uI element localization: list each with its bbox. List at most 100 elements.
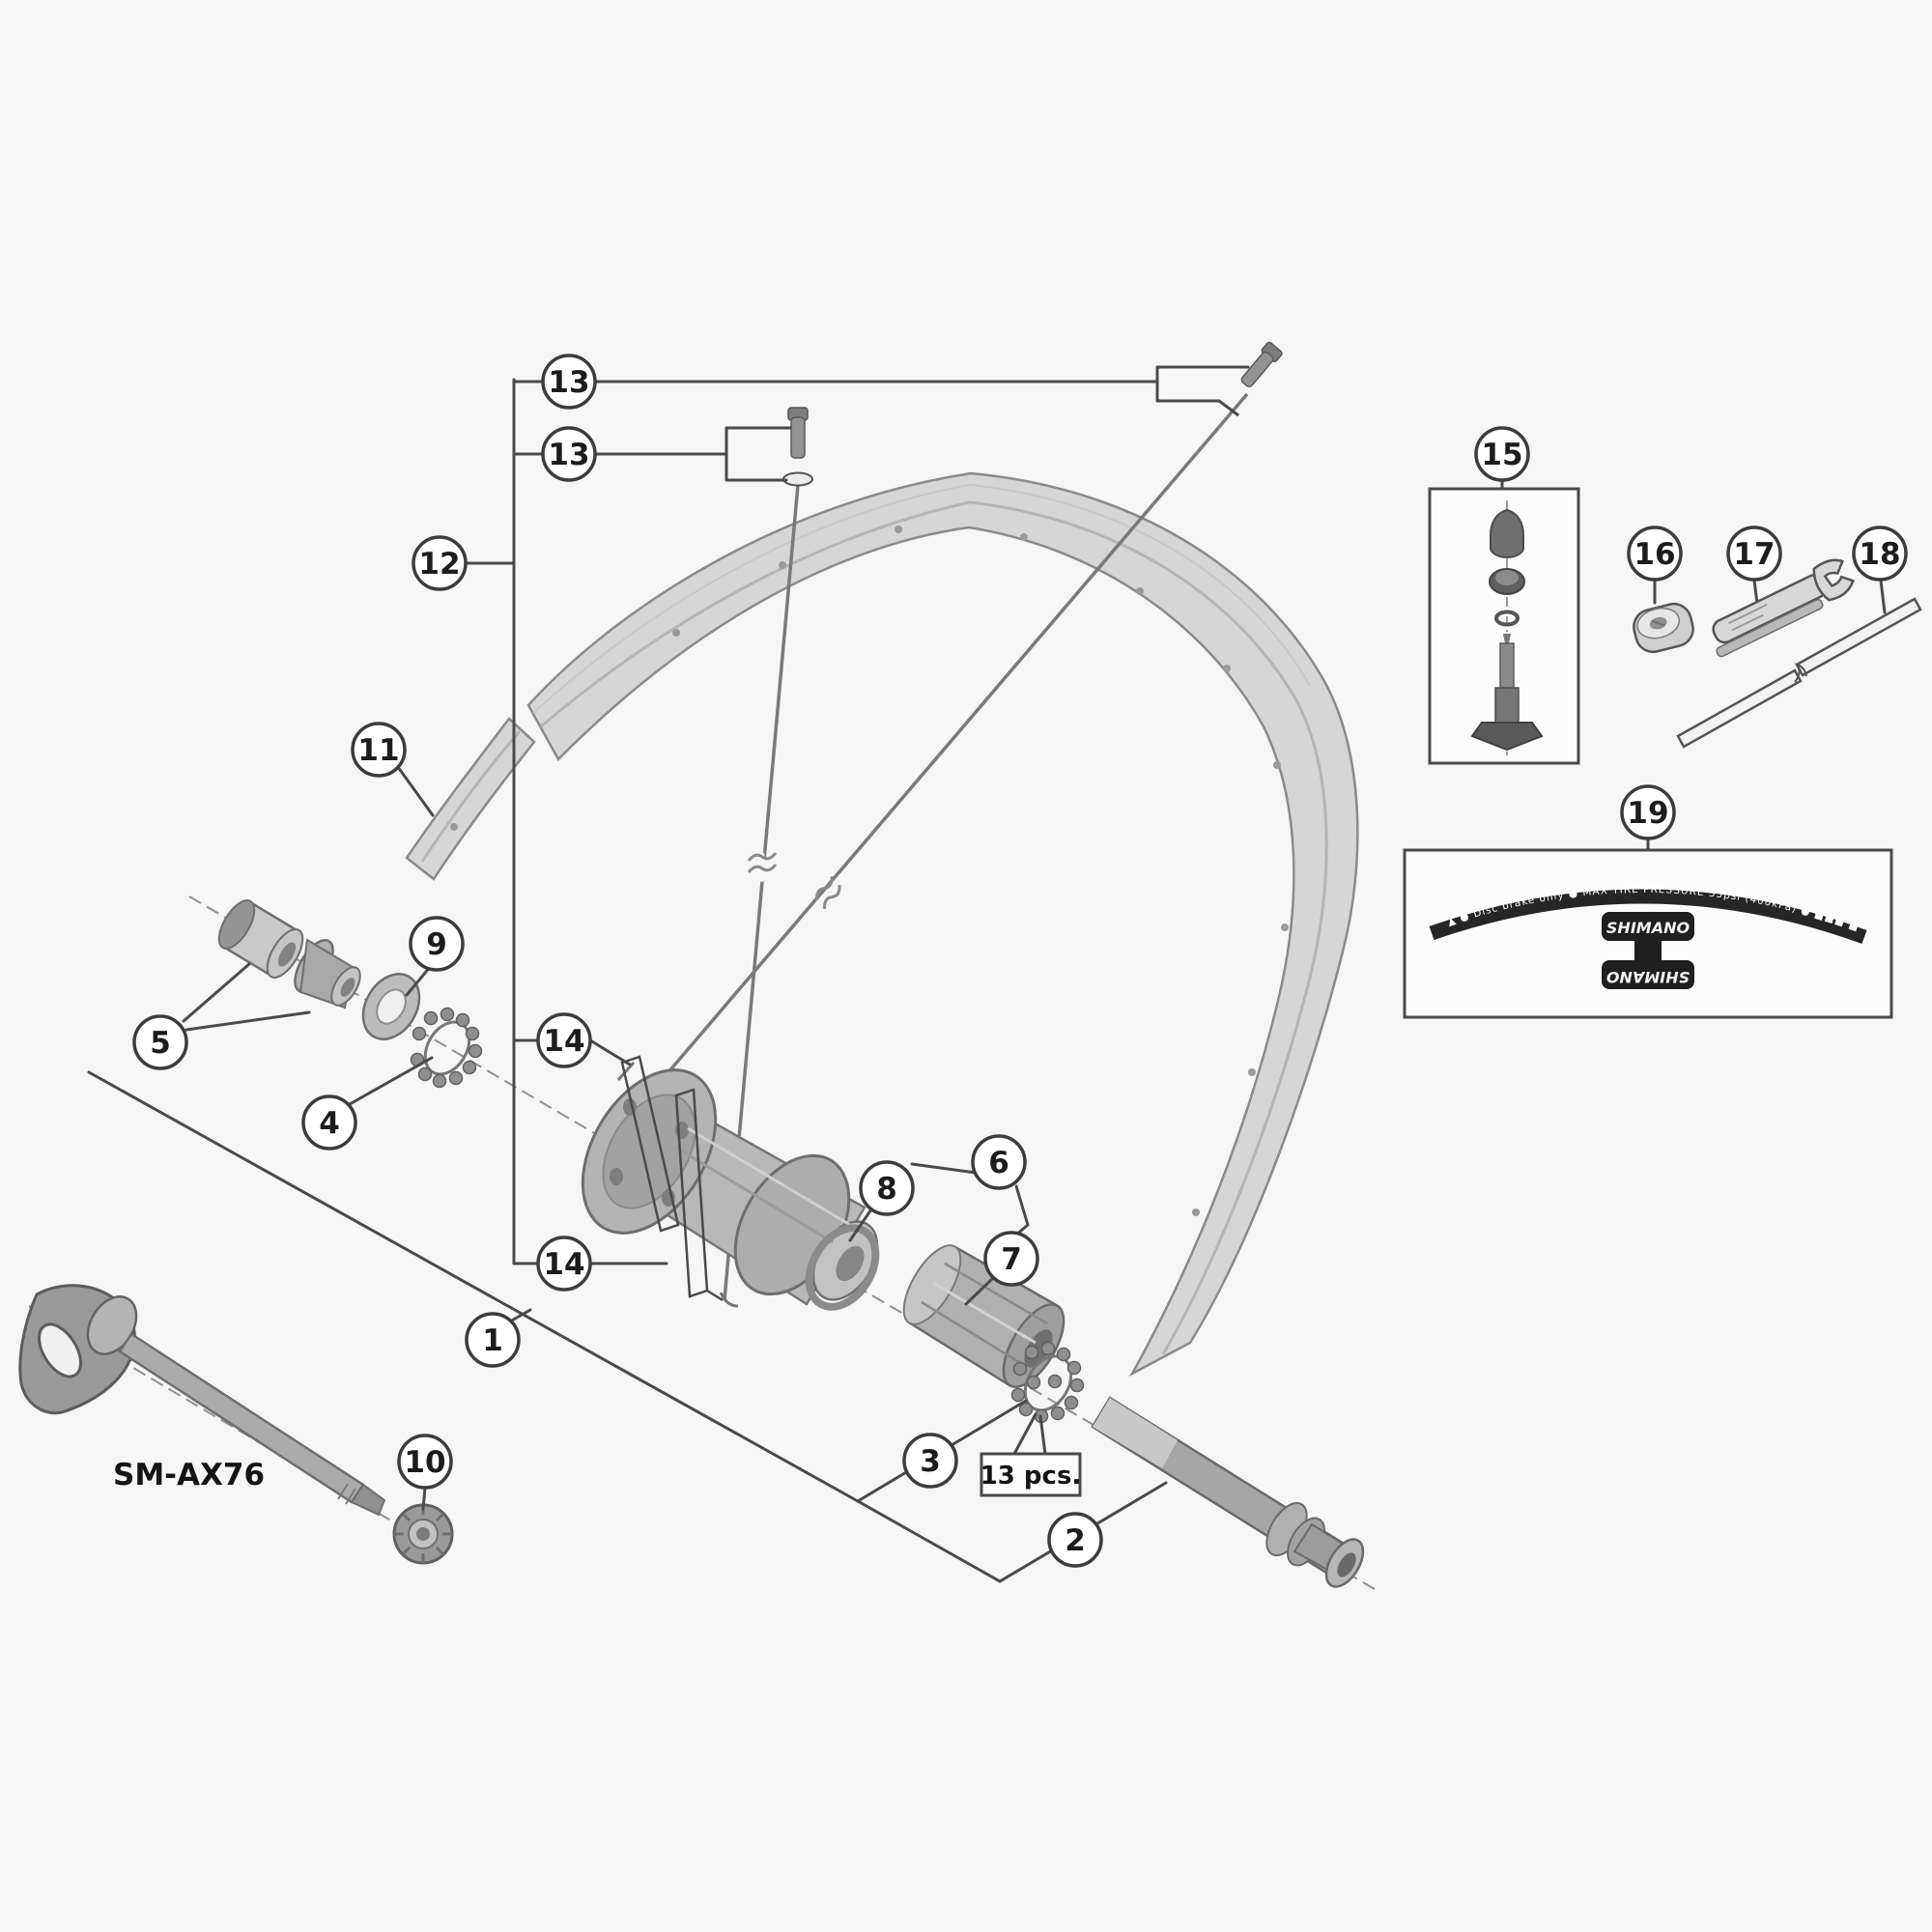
spoke-right bbox=[643, 392, 1249, 1101]
spokes bbox=[616, 341, 1283, 1308]
callout-circle bbox=[412, 535, 468, 591]
callout-circle bbox=[536, 1236, 592, 1292]
callout-6-badge: 6 bbox=[971, 1134, 1027, 1190]
thru-axle-part2 bbox=[1091, 1396, 1365, 1588]
spoke-break-mark bbox=[815, 876, 844, 909]
callout-circle bbox=[541, 426, 597, 482]
wheel-rim bbox=[405, 471, 1359, 1378]
brand-logo-top: SHIMANO bbox=[1606, 919, 1690, 937]
pressure-sticker-text: ▲ ● Disc brake only ● MAX TIRE PRESSURE … bbox=[0, 0, 1861, 934]
hub-body bbox=[581, 1068, 879, 1306]
nipple-washer-icon bbox=[782, 471, 813, 487]
valve-core-icon bbox=[1470, 634, 1544, 752]
callout-16-badge: 16 bbox=[1627, 526, 1683, 582]
axle-end-cap-part5 bbox=[217, 899, 304, 979]
callout-number: 14 bbox=[543, 1247, 584, 1282]
seal-washer-part9 bbox=[361, 973, 421, 1040]
callout-12-badge: 12 bbox=[412, 535, 468, 591]
callout-circle bbox=[902, 1433, 958, 1489]
spoke-nipple-icon bbox=[1240, 341, 1283, 387]
callout-circle bbox=[1627, 526, 1683, 582]
shimano-logo-sticker: SHIMANO SHIMANO bbox=[1602, 912, 1694, 989]
callout-5-badge: 5 bbox=[132, 1014, 188, 1070]
callout-number: 12 bbox=[418, 547, 460, 582]
cone-part5 bbox=[294, 938, 361, 1009]
callout-circle bbox=[397, 1434, 453, 1490]
callout-19-badge: 19 bbox=[1620, 784, 1676, 840]
callout-17-badge: 17 bbox=[1726, 526, 1782, 582]
callout-circle bbox=[1474, 426, 1530, 482]
callout-4-badge: 4 bbox=[301, 1094, 357, 1151]
callout-circle bbox=[983, 1231, 1039, 1287]
callout-7-badge: 7 bbox=[983, 1231, 1039, 1287]
bearing-count-box: 13 pcs. bbox=[980, 1452, 1082, 1497]
rim-tape-part18 bbox=[1676, 597, 1922, 749]
callout-number: 4 bbox=[319, 1106, 340, 1141]
quick-release-skewer bbox=[18, 1284, 386, 1517]
callout-circle bbox=[1852, 526, 1908, 582]
callout-number: 16 bbox=[1634, 537, 1675, 572]
rim-nut-part16 bbox=[1633, 602, 1694, 654]
callout-circle bbox=[859, 1160, 915, 1216]
valve-cap-icon bbox=[1490, 508, 1524, 558]
callout-number: 10 bbox=[404, 1445, 445, 1480]
callout-circle bbox=[1620, 784, 1676, 840]
spoke-nipple-icon bbox=[782, 407, 813, 487]
callout-number: 14 bbox=[543, 1024, 584, 1059]
callout-number: 15 bbox=[1481, 438, 1522, 472]
callout-1-badge: 1 bbox=[465, 1312, 521, 1368]
callout-number: 9 bbox=[426, 927, 447, 962]
callout-circle bbox=[351, 722, 407, 778]
callout-number: 19 bbox=[1627, 796, 1668, 831]
wrench-tool-part17 bbox=[1712, 558, 1855, 658]
o-ring-seal-part8 bbox=[805, 1224, 880, 1311]
axle-nut-part10 bbox=[392, 1503, 454, 1565]
axle-model-label: SM-AX76 bbox=[113, 1458, 265, 1492]
callout-number: 17 bbox=[1733, 537, 1775, 572]
bearing-count-label: 13 pcs. bbox=[980, 1462, 1082, 1491]
bearing-retainer-left-part4 bbox=[410, 1007, 483, 1089]
callout-9-badge: 9 bbox=[409, 916, 465, 972]
callout-circle bbox=[301, 1094, 357, 1151]
callout-14-badge: 14 bbox=[536, 1236, 592, 1292]
spoke-break-mark bbox=[747, 852, 778, 883]
callout-15-badge: 15 bbox=[1474, 426, 1530, 482]
callout-13-badge: 13 bbox=[541, 426, 597, 482]
callout-11-badge: 11 bbox=[351, 722, 407, 778]
bearing-retainer-right-part3 bbox=[1010, 1341, 1085, 1424]
callout-circle bbox=[1047, 1512, 1103, 1568]
callout-number: 7 bbox=[1001, 1242, 1022, 1277]
callout-circle bbox=[132, 1014, 188, 1070]
callout-8-badge: 8 bbox=[859, 1160, 915, 1216]
rim-spoke-holes bbox=[450, 526, 1289, 1216]
callout-number: 5 bbox=[150, 1026, 171, 1061]
valve-o-ring-icon bbox=[1494, 610, 1520, 627]
callout-number: 13 bbox=[548, 365, 589, 400]
brand-logo-bottom: SHIMANO bbox=[1606, 968, 1690, 986]
callout-number: 6 bbox=[988, 1146, 1009, 1180]
valve-kit-box-part15 bbox=[1428, 487, 1580, 765]
callout-number: 18 bbox=[1859, 537, 1900, 572]
callout-circle bbox=[465, 1312, 521, 1368]
callout-number: 13 bbox=[548, 438, 589, 472]
callout-circle bbox=[409, 916, 465, 972]
callout-number: 11 bbox=[357, 733, 399, 768]
callout-18-badge: 18 bbox=[1852, 526, 1908, 582]
callout-14-badge: 14 bbox=[536, 1012, 592, 1068]
callout-2-badge: 2 bbox=[1047, 1512, 1103, 1568]
callout-circle bbox=[536, 1012, 592, 1068]
callout-10-badge: 10 bbox=[397, 1434, 453, 1490]
callout-circle bbox=[971, 1134, 1027, 1190]
pressure-sticker-icon bbox=[1429, 889, 1867, 945]
callout-3-badge: 3 bbox=[902, 1433, 958, 1489]
rim-arc bbox=[526, 471, 1359, 1378]
callout-number: 1 bbox=[482, 1323, 503, 1358]
callout-number: 2 bbox=[1065, 1523, 1086, 1558]
callout-13-badge: 13 bbox=[541, 354, 597, 410]
callout-circle bbox=[1726, 526, 1782, 582]
callout-circle bbox=[541, 354, 597, 410]
callout-number: 3 bbox=[920, 1444, 941, 1479]
